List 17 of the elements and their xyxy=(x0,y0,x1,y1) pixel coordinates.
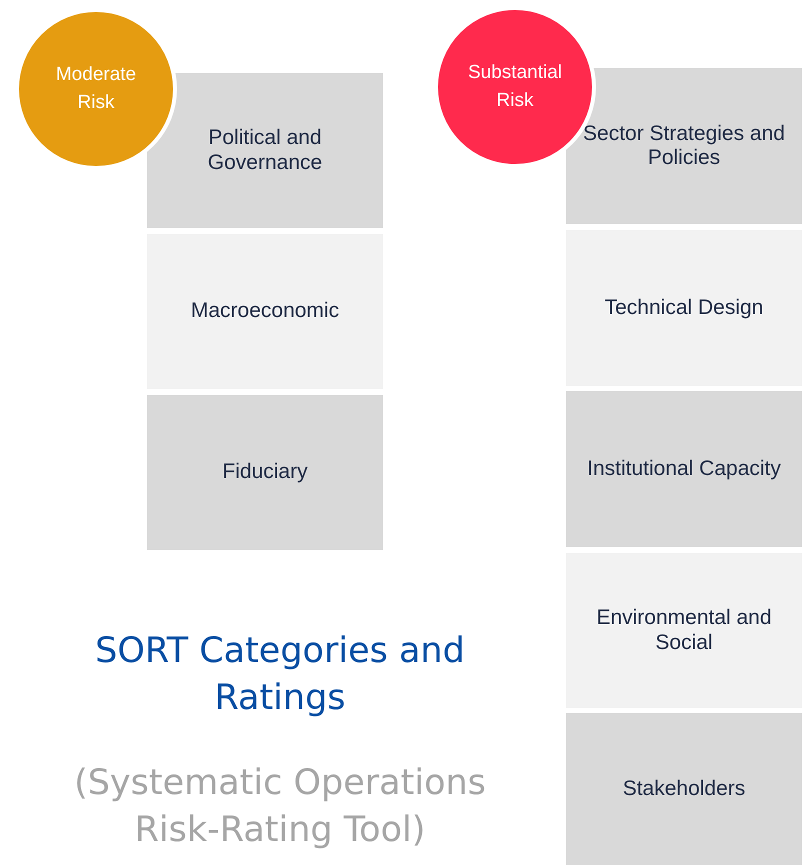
category-box xyxy=(147,73,383,228)
rating-label: Moderate Risk xyxy=(54,62,138,115)
category-label: Fiduciary xyxy=(222,460,308,485)
category-box xyxy=(566,68,802,224)
category-label: Institutional Capacity xyxy=(587,456,781,482)
title: SORT Categories and Ratings xyxy=(94,630,466,720)
category-label: Macroeconomic xyxy=(190,299,340,324)
category-box xyxy=(566,713,802,865)
category-label: Political and Governance xyxy=(206,126,324,175)
category-label: Stakeholders xyxy=(622,776,746,802)
category-label: Environmental and Social xyxy=(595,606,773,655)
category-box xyxy=(566,391,802,547)
category-box xyxy=(147,395,383,550)
rating-label: Substantial Risk xyxy=(466,60,563,113)
caption: (Systematic Operations Risk-Rating Tool) xyxy=(73,762,487,852)
category-label: Technical Design xyxy=(604,296,764,320)
category-label: Sector Strategies and Policies xyxy=(582,122,786,170)
